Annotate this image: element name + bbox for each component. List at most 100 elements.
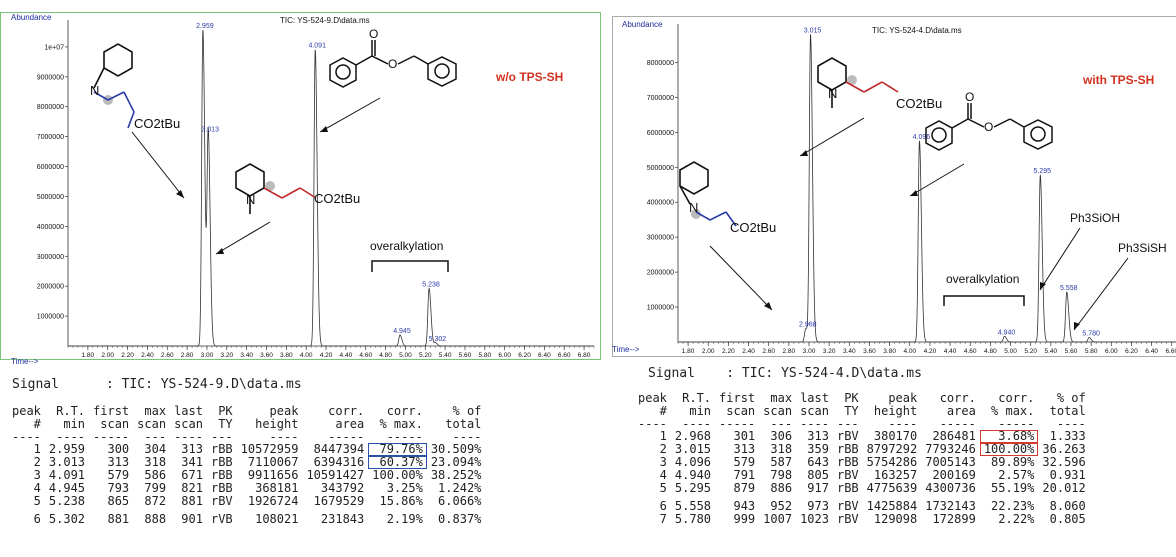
table-row-cell: 952 bbox=[770, 499, 793, 514]
left-xtick-label: 5.60 bbox=[459, 352, 472, 359]
table-row-cell: 4.945 bbox=[48, 480, 86, 495]
right-chromatogram: Abundance Time--> TIC: YS-524-4.D\data.m… bbox=[612, 16, 1176, 357]
table-row-cell: 4.091 bbox=[48, 467, 86, 482]
table-divider-row-cell: ----- bbox=[93, 429, 130, 444]
left-signal-line: Signal : TIC: YS-524-9.D\data.ms bbox=[12, 377, 302, 392]
table-row-cell: 23.094% bbox=[430, 455, 482, 470]
left-xtick-label: 1.80 bbox=[82, 352, 95, 359]
left-xtick-label: 5.40 bbox=[439, 352, 452, 359]
table-header-row-cell: corr. bbox=[939, 391, 976, 405]
right-peak-label: 2.968 bbox=[799, 322, 817, 329]
left-arrow-1 bbox=[131, 131, 185, 199]
table-row-cell: 3.013 bbox=[48, 455, 86, 470]
table-header-row-cell: % of bbox=[452, 404, 482, 418]
table-divider-row-cell: ----- bbox=[386, 429, 423, 444]
right-structure-ester bbox=[925, 103, 1053, 151]
table-divider-row-cell: ---- bbox=[269, 429, 299, 444]
right-xtick-label: 6.60 bbox=[1165, 348, 1176, 355]
table-header-row-cell: peak bbox=[12, 404, 41, 418]
table-row-cell: 0.805 bbox=[1049, 512, 1086, 527]
table-row-cell: 805 bbox=[807, 467, 829, 482]
table-row-cell: 172899 bbox=[932, 512, 976, 527]
table-divider-row-cell: ----- bbox=[328, 429, 365, 444]
table-row-cell: 3 bbox=[659, 454, 667, 469]
right-peak-label: 4.940 bbox=[998, 329, 1016, 336]
table-row-cell: 5 bbox=[33, 493, 41, 508]
right-peak-label: 4.096 bbox=[913, 134, 931, 141]
table-row-cell: 30.509% bbox=[430, 442, 482, 457]
table-row-cell: 359 bbox=[807, 442, 829, 457]
table-row-cell: 5.780 bbox=[674, 512, 712, 527]
table-header-row-cell: corr. bbox=[328, 404, 365, 418]
left-structure-ester bbox=[329, 40, 457, 88]
right-xtick-label: 1.80 bbox=[682, 348, 695, 355]
left-xtick-label: 2.40 bbox=[141, 352, 154, 359]
right-xtick-label: 4.40 bbox=[944, 348, 957, 355]
table-row-cell: rBV bbox=[836, 467, 859, 482]
table-row-cell: 6 bbox=[33, 512, 41, 527]
left-panel: Abundance Time--> TIC: YS-524-9.D\data.m… bbox=[0, 12, 601, 526]
table-header-row-cell: % of bbox=[1056, 391, 1086, 405]
right-struct-sub1: CO2tBu bbox=[730, 220, 776, 235]
left-xtick-label: 2.60 bbox=[161, 352, 174, 359]
table-header-row-cell: total bbox=[445, 416, 482, 431]
table-row-cell: 901 bbox=[181, 512, 203, 527]
table-row-cell: 15.86% bbox=[379, 493, 423, 508]
table-header-row-cell: TY bbox=[218, 416, 233, 431]
table-row-cell: 380170 bbox=[873, 429, 918, 444]
table-row-cell: 313 bbox=[733, 442, 756, 457]
table-row-cell: 587 bbox=[770, 454, 793, 469]
table-header-row-cell: first bbox=[93, 404, 130, 418]
table-divider-row-cell: --- bbox=[770, 416, 793, 431]
table-row-cell: 5 bbox=[659, 480, 667, 495]
table-row-cell: 313 bbox=[107, 455, 130, 470]
table-row-cell: rBV bbox=[836, 512, 859, 527]
table-row-cell: 304 bbox=[144, 442, 167, 457]
table-row-cell: 318 bbox=[770, 442, 793, 457]
table-divider-row-cell: ---- bbox=[800, 416, 829, 431]
table-row-cell: 1679529 bbox=[313, 493, 365, 508]
table-row-cell: 888 bbox=[144, 512, 167, 527]
table-row-cell: 300 bbox=[107, 442, 130, 457]
right-ytick-label: 2000000 bbox=[647, 270, 674, 277]
table-row-cell: 301 bbox=[733, 429, 756, 444]
right-arrow-2 bbox=[909, 163, 965, 197]
left-ytick-label: 5000000 bbox=[37, 194, 64, 201]
table-row-cell: 313 bbox=[181, 442, 203, 457]
table-divider-row-cell: --- bbox=[210, 429, 233, 444]
table-row-cell: rBV bbox=[836, 429, 859, 444]
left-overalkylation-bracket bbox=[371, 260, 449, 272]
table-header-row-cell: peak bbox=[638, 391, 667, 405]
right-ytick-label: 3000000 bbox=[647, 235, 674, 242]
table-row-cell: 6394316 bbox=[313, 455, 365, 470]
table-row-cell: 100.00% bbox=[372, 467, 423, 482]
right-xtick-label: 4.00 bbox=[903, 348, 916, 355]
table-row-cell: 791 bbox=[733, 467, 756, 482]
table-header-row-cell: scan bbox=[763, 403, 793, 418]
table-row-cell: 973 bbox=[807, 499, 829, 514]
right-structure-n2: N bbox=[828, 86, 837, 101]
left-title: TIC: YS-524-9.D\data.ms bbox=[280, 16, 370, 25]
table-header-row-cell: % max. bbox=[379, 416, 423, 431]
left-ytick-label: 7000000 bbox=[37, 134, 64, 141]
left-arrow-3-head bbox=[216, 248, 224, 254]
table-header-row-cell: peak bbox=[269, 404, 299, 418]
table-row-cell: 643 bbox=[807, 454, 829, 469]
table-header-row-cell: area bbox=[946, 403, 976, 418]
table-row-cell: rBB bbox=[836, 480, 859, 495]
right-struct-sub2: CO2tBu bbox=[896, 96, 942, 111]
left-axes: 1000000200000030000004000000500000060000… bbox=[37, 20, 595, 359]
left-xtick-label: 2.00 bbox=[101, 352, 114, 359]
right-arrow-1-head bbox=[800, 150, 808, 156]
table-row-cell: 4300736 bbox=[925, 480, 976, 495]
left-xtick-label: 4.60 bbox=[359, 352, 372, 359]
table-row-cell: 865 bbox=[107, 493, 130, 508]
right-xtick-label: 2.20 bbox=[722, 348, 735, 355]
table-divider-row-cell: --- bbox=[836, 416, 859, 431]
left-struct-sub1: CO2tBu bbox=[134, 116, 180, 131]
right-xtick-label: 3.00 bbox=[803, 348, 816, 355]
